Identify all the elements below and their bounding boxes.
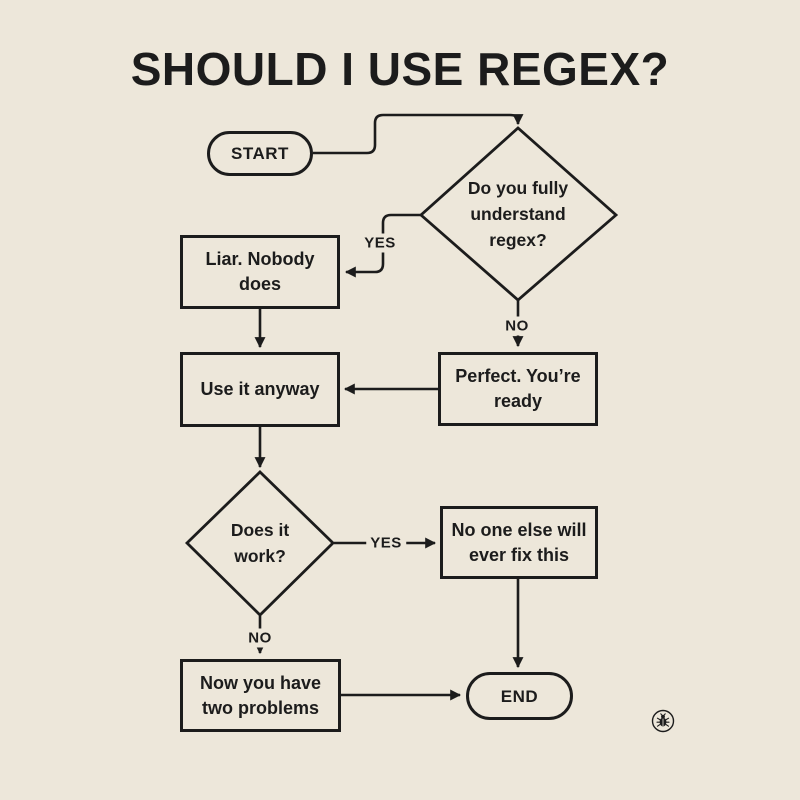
node-line: two problems [201,697,319,718]
node-line: Does it [230,520,290,540]
node-start-label: START [231,144,289,163]
bug-logo-icon [651,709,675,738]
decision-does-it-work [184,470,336,617]
node-end-label: END [500,686,539,706]
node-no-one-fix: No one else will ever fix this [440,506,598,579]
node-does-it-work-label: Does it work? [200,517,320,569]
edge-label-yes-understand: YES [360,233,400,253]
node-two-problems: Now you have two problems [180,659,341,732]
node-liar: Liar. Nobody does [180,235,340,309]
node-perfect: Perfect. You’re ready [438,352,598,426]
node-line: Use it anyway [200,379,320,399]
node-start: START [207,131,313,176]
node-line: No one else will [451,519,587,540]
edge-label-no-doesitwork: NO [244,628,276,648]
node-line: Now you have [199,672,322,693]
decision-understand-regex [418,126,619,302]
node-use-anyway: Use it anyway [180,352,340,427]
node-end: END [466,672,573,720]
node-line: Perfect. You’re [455,366,581,386]
node-line: Do you fully [467,178,569,198]
edge-label-yes-doesitwork: YES [366,533,406,553]
node-line: does [238,274,281,294]
node-line: work? [234,546,286,566]
node-line: regex? [489,230,547,250]
edge-start-to-understand [313,113,524,155]
edge-label-no-understand: NO [501,316,533,336]
node-line: Liar. Nobody [205,249,315,269]
node-line: understand [470,204,566,224]
node-understand-label: Do you fully understand regex? [438,175,598,253]
node-line: ever fix this [468,544,570,565]
node-line: ready [493,391,543,411]
page-title: SHOULD I USE REGEX? [130,43,670,95]
